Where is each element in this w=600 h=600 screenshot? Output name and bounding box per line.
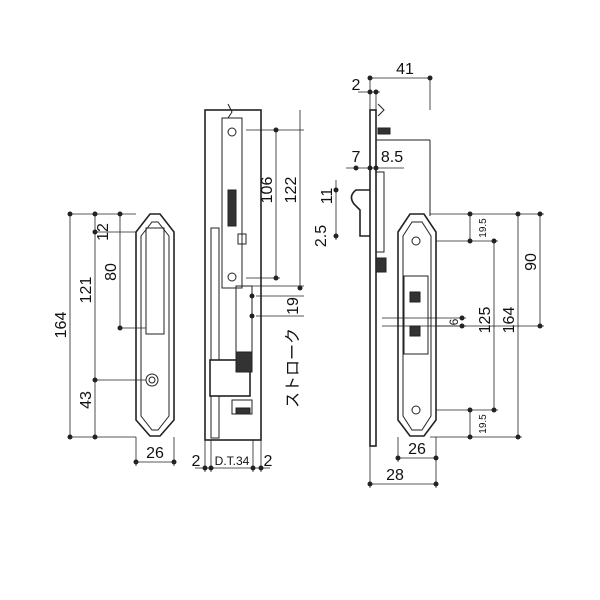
latch-window	[403, 275, 429, 355]
dim-106: 106	[259, 177, 276, 204]
dim-90: 90	[523, 253, 540, 271]
latch-mark-2	[409, 325, 421, 337]
dim-6: 6	[447, 318, 461, 325]
dim-19-5-bottom: 19.5	[478, 414, 489, 434]
dim-125: 125	[477, 307, 494, 334]
lower-screw	[235, 407, 251, 415]
face-plate	[210, 227, 220, 439]
dim-28: 28	[386, 467, 404, 484]
screw-right-top-icon	[411, 236, 421, 246]
dim-12-left: 12	[95, 223, 112, 241]
dim-8-5: 8.5	[381, 149, 403, 166]
handle-outline	[135, 213, 175, 437]
break-mark	[227, 103, 233, 119]
top-tab	[377, 127, 391, 135]
dim-19: 19	[285, 297, 302, 315]
dim-2-top: 2	[352, 77, 361, 94]
handle-inner	[140, 221, 170, 431]
dim-2-left: 2	[192, 453, 201, 470]
inner-frame	[221, 117, 243, 289]
dim-164-right: 164	[501, 307, 518, 334]
dim-80-left: 80	[103, 263, 120, 281]
dim-2-right: 2	[264, 453, 273, 470]
dim-11: 11	[319, 188, 336, 205]
keyhole-inner-icon	[148, 376, 156, 384]
left-view: 164 121 12 80 43 26	[53, 211, 177, 466]
stroke-label: ストローク	[284, 328, 302, 408]
dt-label: D.T.34	[215, 454, 250, 468]
handle-inner-right	[402, 221, 432, 431]
dim-26-right: 26	[408, 441, 426, 458]
keyhole-icon	[145, 373, 159, 387]
break-mark-right	[377, 103, 385, 117]
dim-2-5: 2.5	[313, 225, 330, 247]
small-block	[237, 233, 247, 245]
hook-body	[375, 171, 385, 253]
dim-164-left: 164	[53, 312, 70, 339]
middle-view: 106 122 19 ストローク 2 D.T.34 2	[192, 103, 304, 472]
latch-slot	[227, 189, 237, 227]
screw-top-icon	[227, 127, 237, 137]
dim-43-left: 43	[78, 391, 95, 409]
handle-outline-right	[397, 213, 437, 437]
mid-tab	[375, 257, 387, 273]
dim-41: 41	[396, 61, 414, 78]
screw-mid-icon	[227, 272, 237, 282]
screw-right-bottom-icon	[411, 405, 421, 415]
latch-mark-1	[409, 291, 421, 303]
latch-hook	[350, 189, 370, 237]
right-view: 2 41 7 8.5 11 2.5 19.5 19.5 125 164 90	[313, 61, 544, 488]
dim-26-left: 26	[146, 445, 164, 462]
dim-122: 122	[283, 177, 300, 204]
thin-plate	[369, 109, 377, 447]
dim-19-5-top: 19.5	[478, 218, 489, 238]
handle-recess	[145, 227, 165, 335]
dim-121-left: 121	[78, 277, 95, 304]
cylinder-cap	[235, 351, 253, 373]
dim-7: 7	[352, 149, 361, 166]
